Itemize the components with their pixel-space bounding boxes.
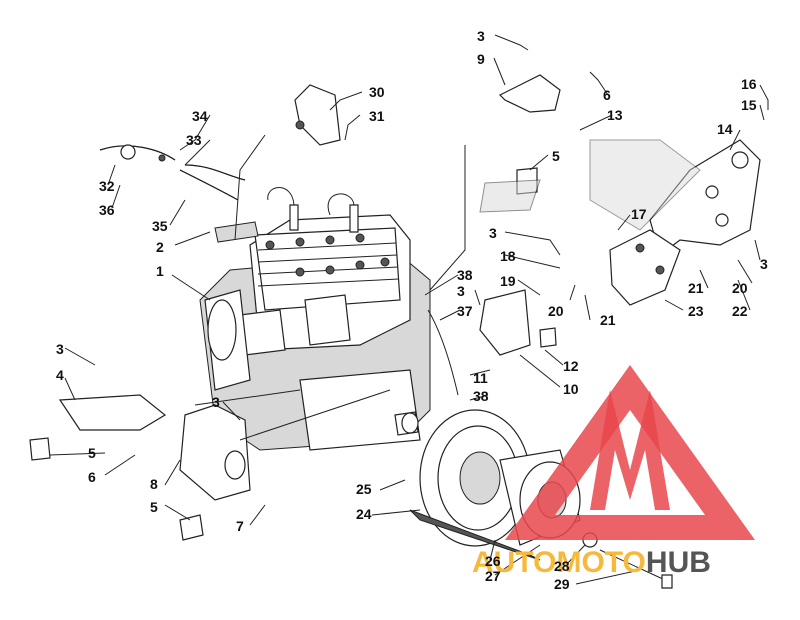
callout-label: 14 (717, 121, 733, 137)
callout-label: 35 (152, 218, 168, 234)
callout-label: 12 (563, 358, 579, 374)
watermark-part2: HUB (646, 546, 711, 579)
callout-label: 24 (356, 506, 372, 522)
callout-label: 36 (99, 202, 115, 218)
callout-label: 6 (603, 87, 611, 103)
callout-label: 29 (554, 576, 570, 592)
callout-label: 31 (369, 108, 385, 124)
callout-label: 21 (600, 312, 616, 328)
callout-label: 27 (485, 568, 501, 584)
callout-label: 18 (500, 248, 516, 264)
leader-lines (49, 34, 769, 585)
callout-label: 30 (369, 84, 385, 100)
callout-label: 5 (552, 148, 560, 164)
callout-label: 6 (88, 469, 96, 485)
bracket-21 (609, 229, 681, 306)
callout-label: 15 (741, 97, 757, 113)
exhaust-gasket (214, 221, 259, 243)
callout-label: 7 (236, 518, 244, 534)
watermark-m-mark (590, 390, 670, 510)
callout-labels: 3 9 6 13 5 16 15 14 30 31 34 33 32 36 35… (56, 28, 768, 592)
callout-label: 5 (88, 445, 96, 461)
callout-label: 37 (457, 303, 473, 319)
engine-assembly (199, 187, 431, 451)
motor-mount-9 (498, 74, 561, 113)
callout-label: 3 (457, 283, 465, 299)
callout-label: 38 (473, 388, 489, 404)
callout-label: 25 (356, 481, 372, 497)
callout-label: 17 (631, 206, 647, 222)
callout-label: 33 (186, 132, 202, 148)
bracket-4 (58, 394, 167, 431)
callout-label: 20 (548, 303, 564, 319)
callout-label: 19 (500, 273, 516, 289)
bracket-30 (294, 84, 341, 146)
callout-label: 3 (212, 394, 220, 410)
callout-label: 3 (760, 256, 768, 272)
watermark-part1: AUTOMOTO (472, 546, 646, 579)
watermark-triangle (505, 365, 755, 540)
hose-assembly (99, 144, 246, 201)
callout-label: 1 (156, 263, 164, 279)
callout-label: 3 (477, 28, 485, 44)
callout-label: 10 (563, 381, 579, 397)
fuel-line-37 (427, 309, 459, 396)
watermark-logo: AUTOMOTOHUB (472, 365, 755, 579)
callout-label: 13 (607, 107, 623, 123)
callout-label: 26 (485, 553, 501, 569)
callout-label: 16 (741, 76, 757, 92)
callout-label: 4 (56, 367, 64, 383)
callout-label: 20 (732, 280, 748, 296)
callout-label: 3 (56, 341, 64, 357)
callout-label: 3 (489, 225, 497, 241)
callout-label: 8 (150, 476, 158, 492)
callout-label: 22 (732, 303, 748, 319)
callout-label: 23 (688, 303, 704, 319)
bracket-10 (479, 289, 531, 356)
callout-label: 21 (688, 280, 704, 296)
callout-label: 9 (477, 51, 485, 67)
callout-label: 38 (457, 267, 473, 283)
callout-label: 2 (156, 239, 164, 255)
callout-label: 34 (192, 108, 208, 124)
callout-label: 28 (554, 558, 570, 574)
callout-label: 11 (473, 370, 488, 386)
watermark-text: AUTOMOTOHUB (472, 546, 711, 579)
callout-label: 5 (150, 499, 158, 515)
callout-label: 32 (99, 178, 115, 194)
